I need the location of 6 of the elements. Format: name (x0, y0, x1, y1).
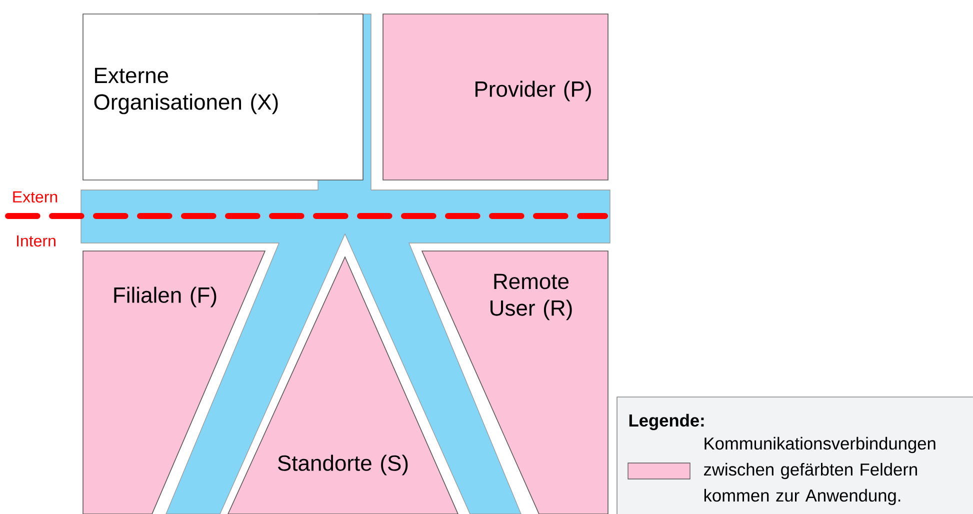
legend-title: Legende: (629, 414, 704, 430)
area-box: Externe Organisationen (X) (82, 14, 364, 180)
zone-label: Intern (17, 235, 56, 247)
area-box: Provider (P) (382, 14, 608, 180)
legend-text: Kommunikationsverbindungen zwischen gefärbten Feldern kommen zur Anwendung. (704, 436, 936, 506)
zone-label: Extern (13, 191, 58, 203)
